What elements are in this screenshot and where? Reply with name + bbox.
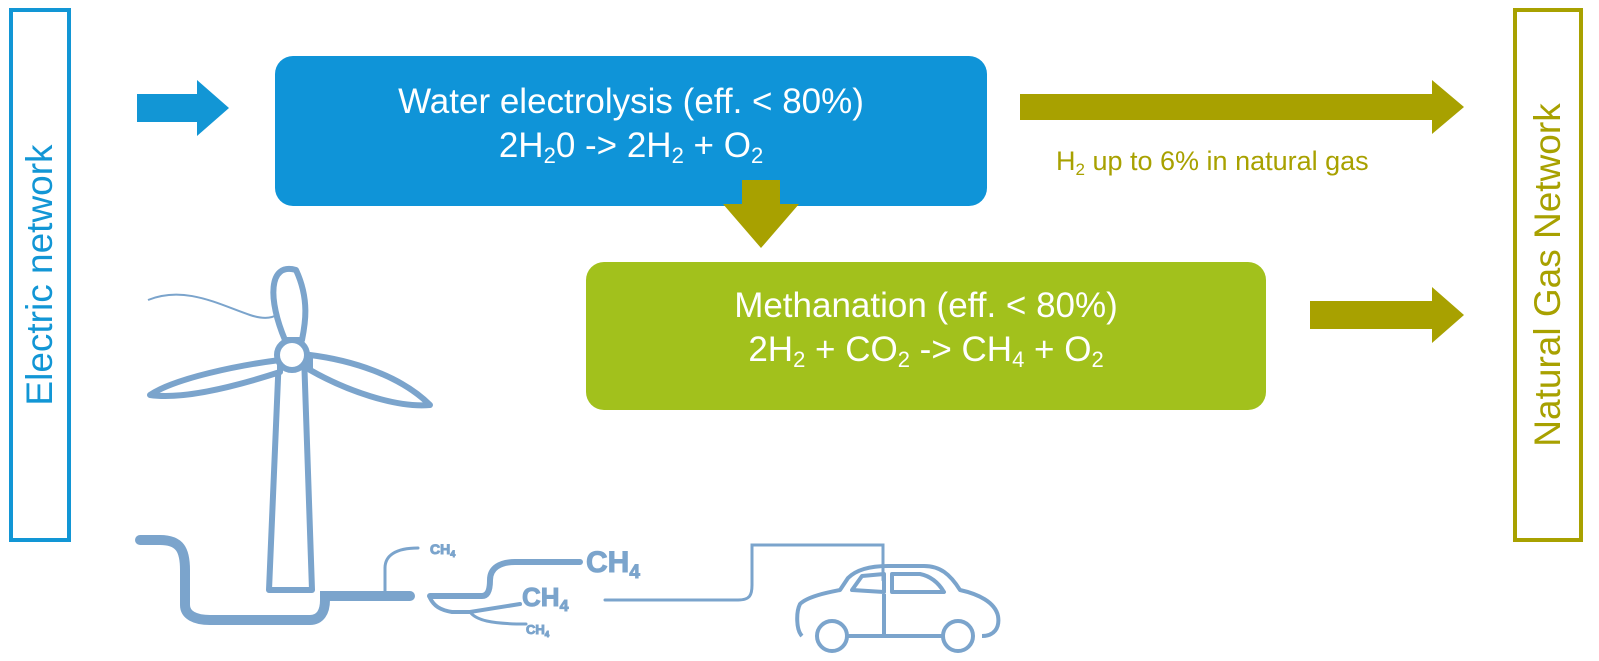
electrolysis-to-methanation-arrow — [723, 180, 799, 248]
methanation-equation: 2H2 + CO2 -> CH4 + O2 — [748, 330, 1104, 372]
methanation-title: Methanation (eff. < 80%) — [734, 286, 1118, 325]
electric-input-arrow — [137, 80, 229, 136]
hydrogen-to-gas-arrow — [1020, 80, 1464, 134]
electric-network-panel: Electric network — [9, 8, 71, 542]
electrolysis-title: Water electrolysis (eff. < 80%) — [398, 82, 864, 121]
methanation-box: Methanation (eff. < 80%) 2H2 + CO2 -> CH… — [586, 262, 1266, 410]
electrolysis-box: Water electrolysis (eff. < 80%) 2H20 -> … — [275, 56, 987, 206]
wind-turbine-icon — [147, 265, 433, 593]
natural-gas-network-panel: Natural Gas Network — [1513, 8, 1583, 542]
methane-to-gas-arrow — [1310, 287, 1464, 343]
svg-text:CH4: CH4 — [526, 622, 550, 639]
svg-text:CH4: CH4 — [430, 541, 455, 559]
wind-icon — [147, 293, 281, 319]
svg-text:CH4: CH4 — [522, 582, 569, 615]
pipeline-icon: CH4 CH4 CH4 CH4 — [135, 535, 885, 640]
hydrogen-blend-note: H2 up to 6% in natural gas — [1056, 146, 1369, 179]
ch4-label-large: CH4 — [586, 546, 640, 583]
car-icon — [795, 564, 1001, 653]
electrolysis-equation: 2H20 -> 2H2 + O2 — [498, 126, 764, 168]
